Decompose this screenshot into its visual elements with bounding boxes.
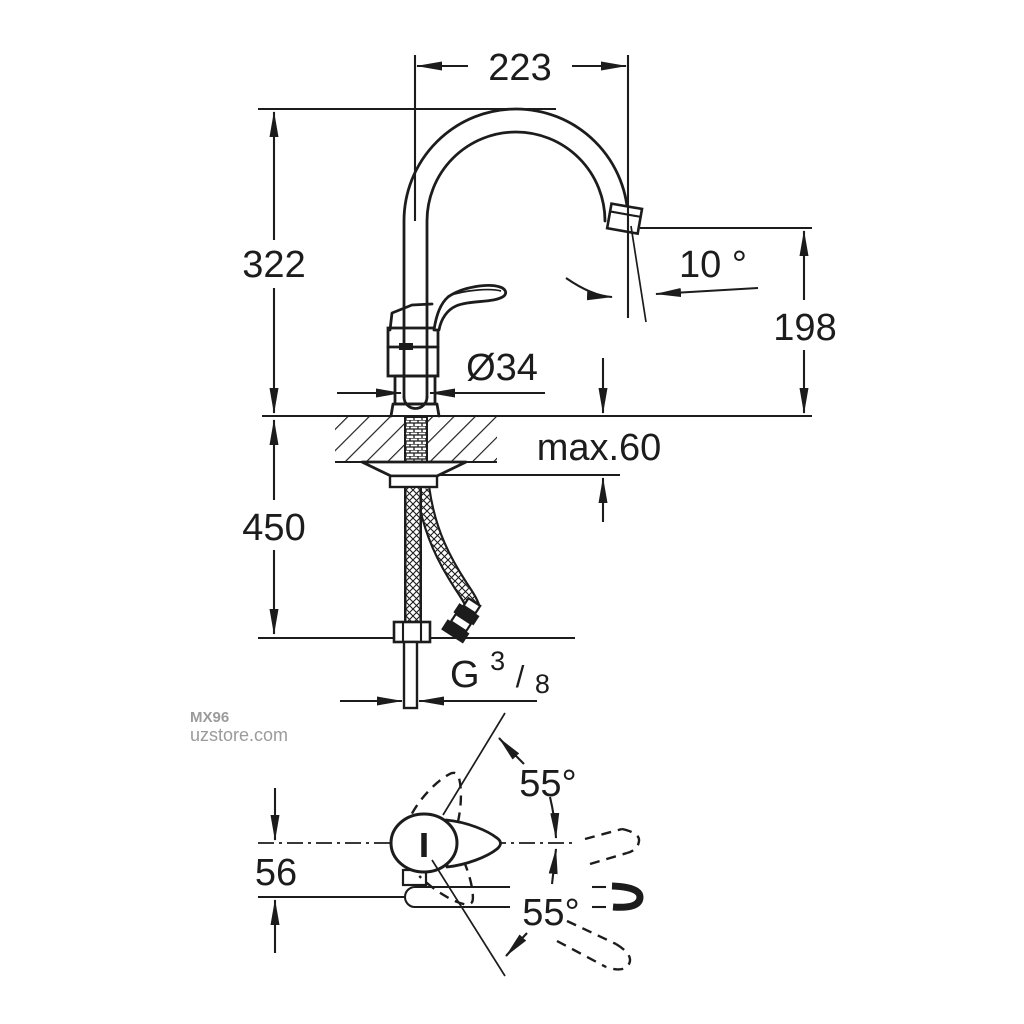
thread-denominator: 8 [535, 669, 550, 699]
angle-reference-line [431, 859, 506, 977]
thread-numerator: 3 [490, 646, 505, 676]
thread-letter: G [450, 654, 480, 696]
dim-max-deck-thickness: max.60 [537, 358, 662, 522]
spout-nozzle [605, 202, 644, 236]
hose-right-curved [415, 487, 482, 644]
handle-lever-accent [447, 288, 502, 297]
dim-total-height: 322 [242, 107, 556, 414]
dim-g38-label: G 3 / 8 [450, 637, 550, 699]
dim-322-label: 322 [242, 244, 305, 286]
dim-55-lower-label: 55° [522, 892, 579, 934]
watermark: MX96 uzstore.com [190, 709, 288, 745]
body-upper [386, 326, 440, 378]
dim-10deg-label: 10 ° [679, 244, 747, 286]
mounting-collar [388, 474, 439, 489]
spout-bar-left-cap [403, 885, 416, 909]
dim-outlet-height: 198 [640, 226, 837, 414]
dim-223-label: 223 [488, 47, 551, 89]
thread-slash: / [516, 659, 525, 694]
watermark-code: MX96 [190, 709, 229, 726]
plan-handle-lever [444, 818, 502, 869]
plan-spout-swivel-up [584, 827, 641, 866]
handle-lever [432, 284, 508, 332]
plan-spout-swivel-down [556, 919, 632, 971]
dim-198-label: 198 [773, 307, 836, 349]
handle-cap [388, 302, 434, 332]
supply-hoses [258, 487, 575, 710]
dim-thread-size: G 3 / 8 [340, 637, 550, 706]
hose-hex-nut [392, 620, 432, 644]
dim-spout-angle: 10 ° [565, 225, 759, 323]
dim-55-upper-label: 55° [519, 763, 576, 805]
angle-reference-line [442, 712, 506, 816]
dim-o34-label: Ø34 [466, 347, 538, 389]
dim-body-diameter: Ø34 [337, 347, 545, 398]
body-base-flare [389, 402, 441, 418]
plan-handle-rotated-down [418, 845, 475, 906]
side-view: 223 322 10 ° 198 Ø34 [242, 47, 837, 710]
connection-tail-pipe [402, 640, 419, 710]
mounting-flange [360, 460, 468, 478]
dim-handle-swing: 55° [442, 712, 577, 839]
dim-450-label: 450 [242, 507, 305, 549]
body-lower [393, 374, 437, 406]
spout-tube-bottom [402, 395, 429, 410]
hose-left-straight [392, 488, 432, 710]
hose-end-fitting [441, 596, 482, 644]
dim-56-label: 56 [255, 852, 297, 894]
angle-reference-line [630, 225, 647, 323]
dim-max60-label: max.60 [537, 427, 662, 469]
plan-view: 55° 56 55° [255, 712, 644, 977]
dim-handle-offset: 56 [255, 788, 297, 953]
dim-spout-swivel: 55° [431, 848, 580, 977]
dim-spout-reach: 223 [413, 47, 630, 318]
threaded-shank [404, 416, 428, 463]
dim-hose-length: 450 [242, 419, 306, 635]
plan-handle-rotated-up [410, 771, 463, 833]
countertop-section [262, 414, 812, 489]
spout-inner-contour [425, 130, 607, 399]
spout-bar-end-cap [611, 882, 644, 911]
watermark-site: uzstore.com [190, 725, 288, 745]
